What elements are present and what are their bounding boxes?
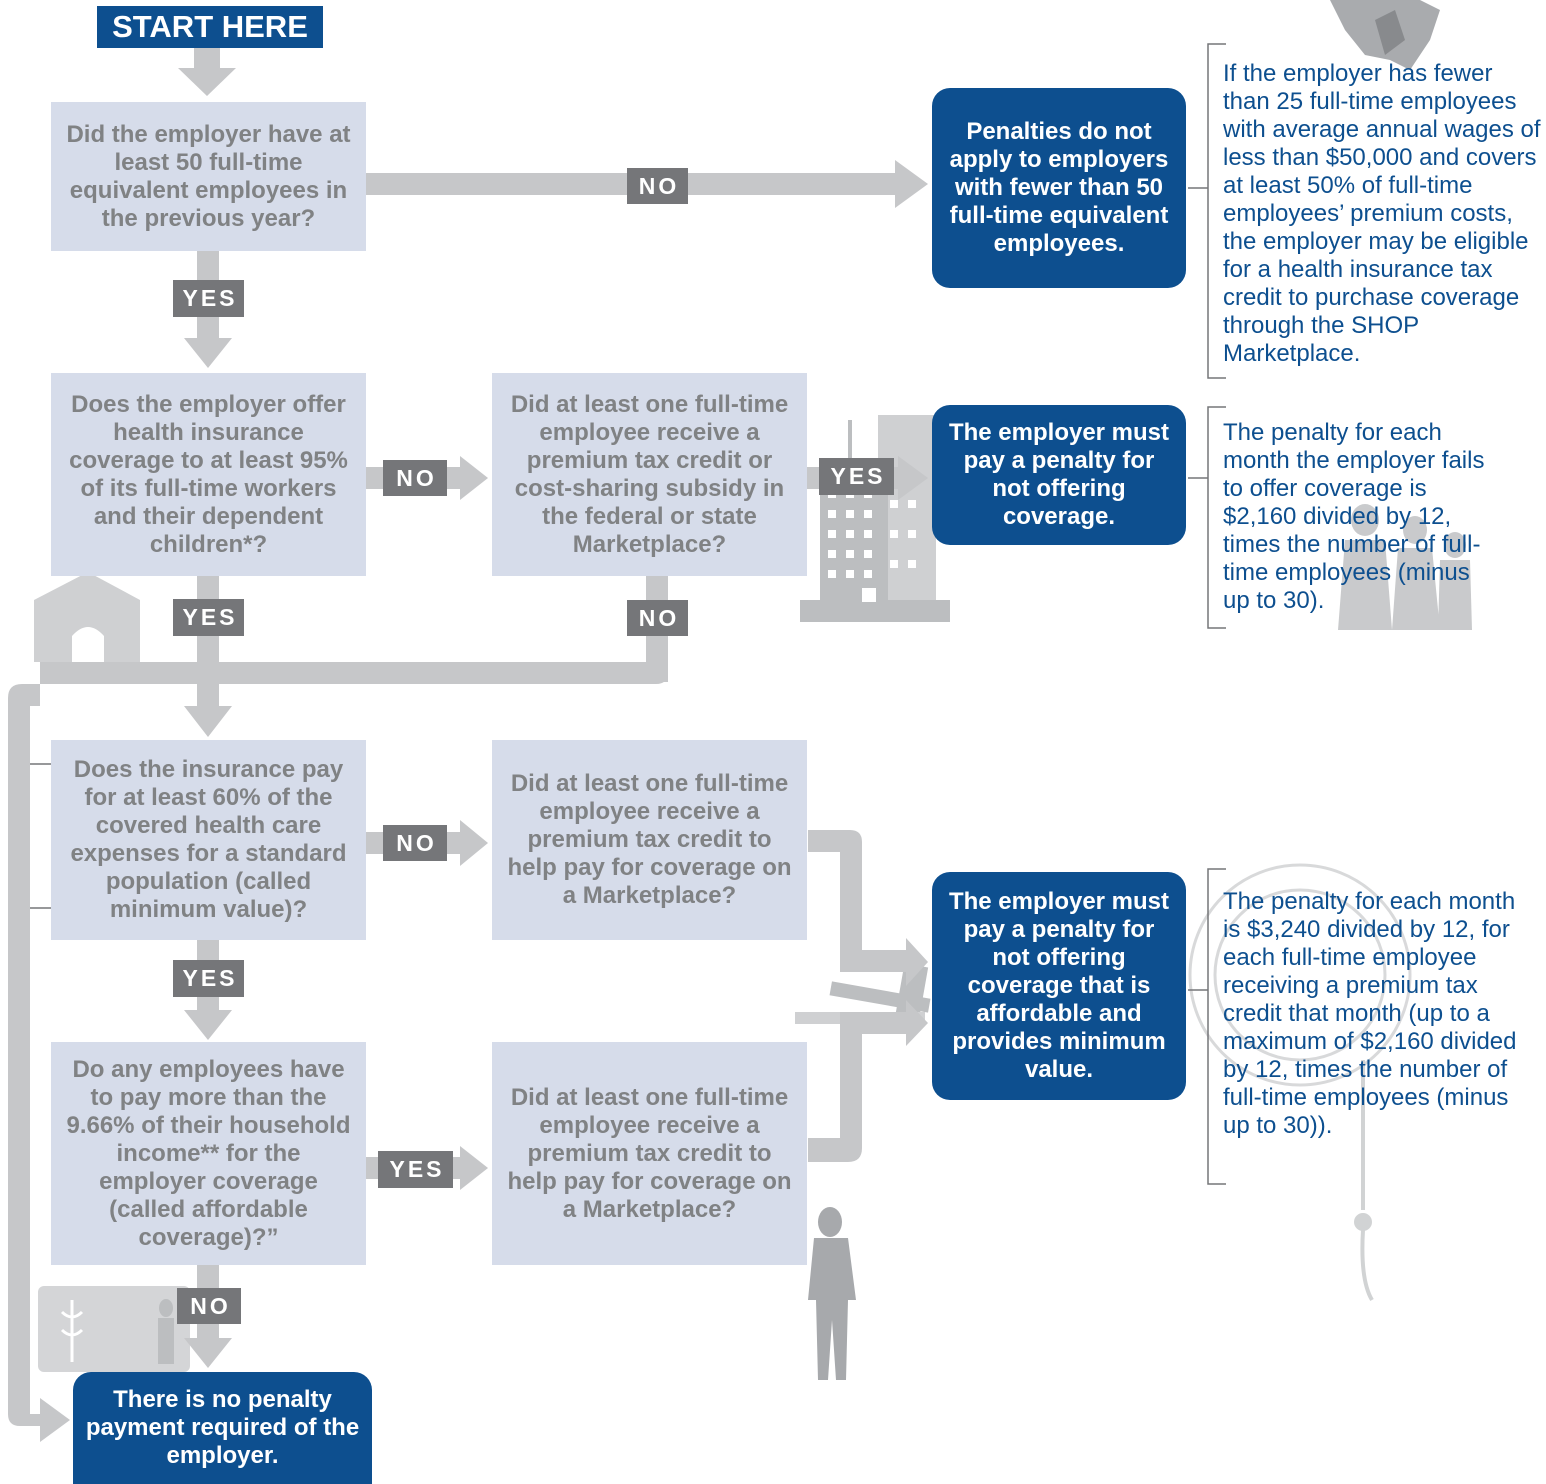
label-yes-q3: YES [173, 960, 244, 997]
question-employee-count: Did the employer have at least 50 full-t… [51, 102, 366, 251]
question-tax-credit-min-value: Did at least one full-time employee rece… [492, 740, 807, 940]
q3b-yes-arrowhead [906, 938, 928, 986]
q1-yes-arrowhead [184, 338, 232, 368]
question-offers-coverage: Does the employer offer health insurance… [51, 373, 366, 576]
note-penalty-unaffordable: The penalty for each month is $3,240 div… [1223, 888, 1517, 1139]
businessman-icon [808, 1207, 856, 1380]
start-here-label: START HERE [97, 6, 323, 48]
label-yes-q4: YES [378, 1151, 453, 1188]
label-no-q4: NO [177, 1288, 241, 1324]
q2-no-arrowhead [460, 456, 488, 500]
label-no-q2b: NO [627, 600, 688, 636]
building-icon [800, 415, 950, 622]
result-penalty-no-coverage: The employer must pay a penalty for not … [932, 405, 1186, 545]
question-minimum-value: Does the insurance pay for at least 60% … [51, 740, 366, 940]
q3-no-arrowhead [460, 820, 488, 866]
label-yes-q1: YES [173, 280, 244, 317]
start-arrow [178, 48, 236, 96]
insurance-card-icon [38, 1286, 190, 1372]
q3b-yes-line [808, 830, 910, 972]
q1-no-arrowhead [895, 160, 928, 208]
q4b-yes-line [808, 1012, 910, 1162]
label-yes-q2: YES [173, 599, 244, 636]
q2-yes-line [197, 576, 219, 711]
note-brackets [30, 43, 1226, 1185]
note-shop-tax-credit: If the employer has fewer than 25 full-t… [1223, 60, 1541, 367]
result-penalty-unaffordable: The employer must pay a penalty for not … [932, 872, 1186, 1100]
label-no-q2: NO [383, 460, 447, 496]
q3-yes-arrowhead [184, 1010, 232, 1040]
result-no-penalty: There is no penalty payment required of … [73, 1372, 372, 1484]
label-no-q1: NO [627, 168, 688, 204]
question-subsidy-received: Did at least one full-time employee rece… [492, 373, 807, 576]
label-no-q3: NO [383, 825, 447, 861]
loop-arrowhead [40, 1398, 70, 1442]
house-icon [34, 572, 140, 662]
people-icon [1338, 504, 1472, 630]
question-affordable-coverage: Do any employees have to pay more than t… [51, 1042, 366, 1265]
q2-yes-arrowhead [184, 706, 232, 737]
note-penalty-no-coverage: The penalty for each month the employer … [1223, 419, 1485, 614]
result-no-penalty-small-employer: Penalties do not apply to employers with… [932, 88, 1186, 288]
stethoscope-icon [1354, 1060, 1374, 1302]
label-yes-q2b: YES [819, 458, 894, 495]
q2b-yes-arrowhead [898, 456, 928, 500]
seal-icon [1188, 863, 1412, 1087]
q4-yes-arrowhead [460, 1146, 488, 1190]
hand-icon [1330, 0, 1440, 70]
q4b-yes-arrowhead [906, 1000, 928, 1046]
question-tax-credit-affordable: Did at least one full-time employee rece… [492, 1042, 807, 1265]
q4-no-arrowhead [184, 1338, 232, 1368]
